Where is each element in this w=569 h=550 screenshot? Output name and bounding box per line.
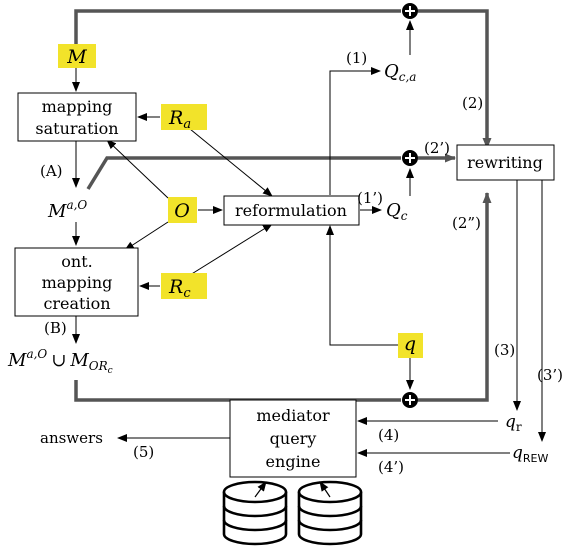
symbol-ra: Ra [161, 104, 207, 132]
svg-text:M: M [66, 46, 87, 68]
node-answers: answers [40, 429, 103, 447]
box-mediator-query-engine: mediator query engine [229, 399, 357, 478]
edge-o-to-ontmapping [124, 221, 169, 251]
thick-lines [74, 9, 492, 402]
mapping-saturation-line1: mapping [42, 97, 113, 116]
label-step-a: (A) [40, 162, 63, 180]
svg-text:Rc: Rc [168, 276, 191, 301]
thick-line-top-right [418, 9, 492, 149]
mediator-line1: mediator [256, 406, 330, 425]
mediator-line3: engine [266, 452, 321, 471]
label-step-4p: (4’) [378, 458, 404, 476]
edge-rc-to-reformulation [189, 223, 273, 276]
node-m-union: Ma,O∪MORc [7, 347, 113, 376]
symbol-m: M [58, 44, 96, 68]
node-q-ca: Qc,a [384, 61, 416, 84]
database-icon [222, 480, 288, 546]
thin-arrows [72, 20, 546, 457]
svg-text:Ra: Ra [168, 107, 191, 132]
mapping-saturation-line2: saturation [35, 119, 118, 138]
node-q-rew: qREW [512, 443, 548, 465]
thick-line-middle [86, 156, 401, 190]
node-q-c: Qc [386, 200, 408, 223]
mediator-line2: query [270, 429, 317, 448]
box-reformulation: reformulation [223, 195, 360, 226]
edge-o-to-saturation [106, 139, 169, 199]
label-step-2: (2) [462, 94, 483, 112]
svg-text:q: q [404, 333, 416, 355]
thick-line-bottom-right [418, 192, 492, 402]
plus-operator-bottom [402, 392, 418, 408]
svg-text:O: O [174, 200, 190, 222]
label-step-5: (5) [133, 443, 154, 461]
label-step-2p: (2’) [424, 139, 450, 157]
box-ont-mapping-creation: ont. mapping creation [14, 247, 139, 317]
symbol-rc: Rc [161, 273, 207, 301]
label-step-1: (1) [346, 49, 367, 67]
ont-mapping-line1: ont. [61, 252, 92, 271]
edge-reformulation-to-qca [329, 67, 381, 195]
box-rewriting: rewriting [456, 144, 555, 181]
edge-ra-to-reformulation [189, 128, 273, 197]
box-mapping-saturation: mapping saturation [17, 92, 137, 142]
node-m-ao: Ma,O [47, 198, 87, 222]
label-step-b: (B) [44, 319, 67, 337]
db-to-mediator-arrows [254, 481, 331, 498]
reformulation-label: reformulation [235, 201, 347, 220]
symbol-o: O [168, 197, 197, 223]
label-step-1p: (1’) [357, 189, 383, 207]
edge-q-to-reformulation [326, 225, 398, 346]
ont-mapping-line2: mapping [42, 273, 113, 292]
plus-operator-middle [402, 150, 418, 166]
label-step-3p: (3’) [537, 366, 563, 384]
ont-mapping-line3: creation [43, 294, 110, 313]
database-icon [297, 480, 363, 546]
thick-line-bottom [74, 380, 401, 402]
thick-line-top [74, 9, 401, 44]
rewriting-label: rewriting [467, 153, 543, 172]
label-step-4: (4) [378, 426, 399, 444]
label-step-2pp: (2”) [452, 214, 481, 232]
label-step-3: (3) [494, 341, 515, 359]
plus-operator-top [402, 3, 418, 19]
node-q-r: qr [505, 412, 522, 434]
symbol-q: q [398, 333, 423, 358]
